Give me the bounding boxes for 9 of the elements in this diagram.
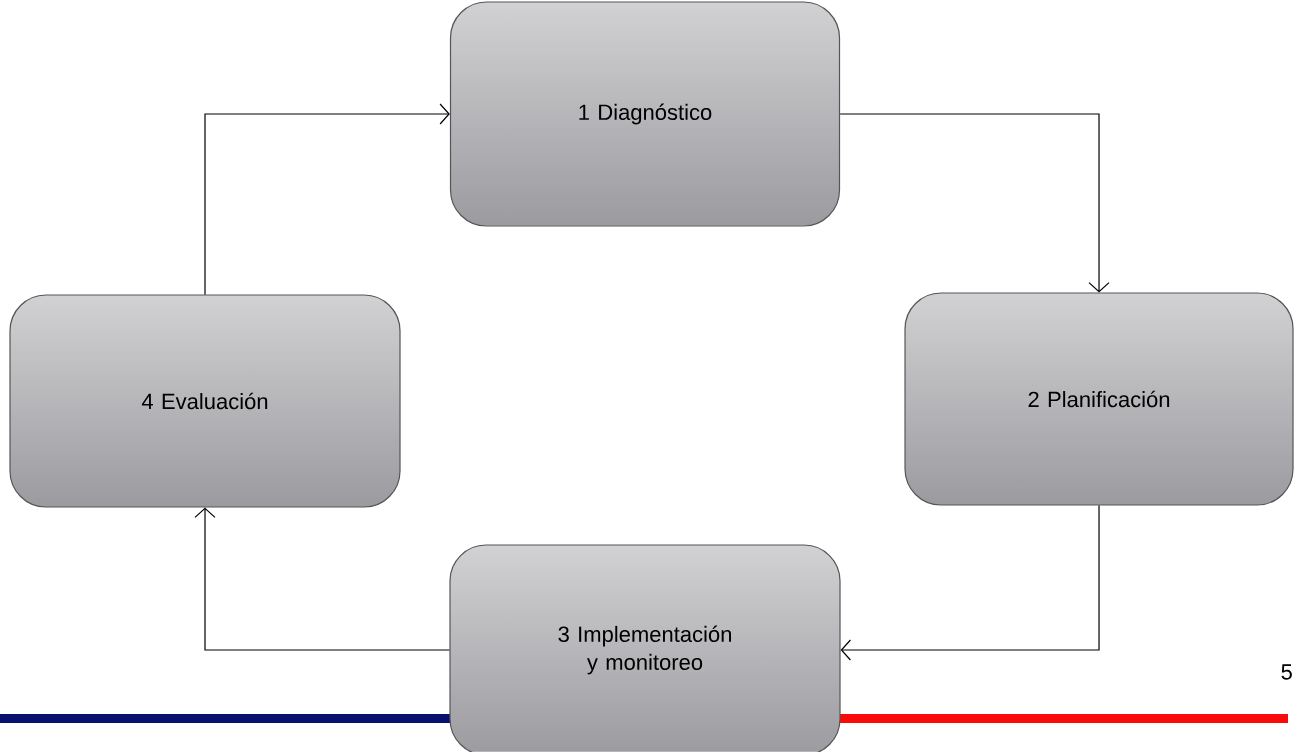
process-box: 2 Planificación: [904, 292, 1294, 506]
arrow: [194, 507, 450, 651]
process-box: 1 Diagnóstico: [449, 1, 841, 227]
page-number: 5: [1281, 664, 1292, 680]
arrow: [840, 505, 1100, 661]
process-box: 4 Evaluación: [9, 294, 401, 508]
arrow: [204, 103, 450, 295]
process-box: 3 Implementación y monitoreo: [449, 544, 841, 752]
arrow: [839, 113, 1110, 293]
